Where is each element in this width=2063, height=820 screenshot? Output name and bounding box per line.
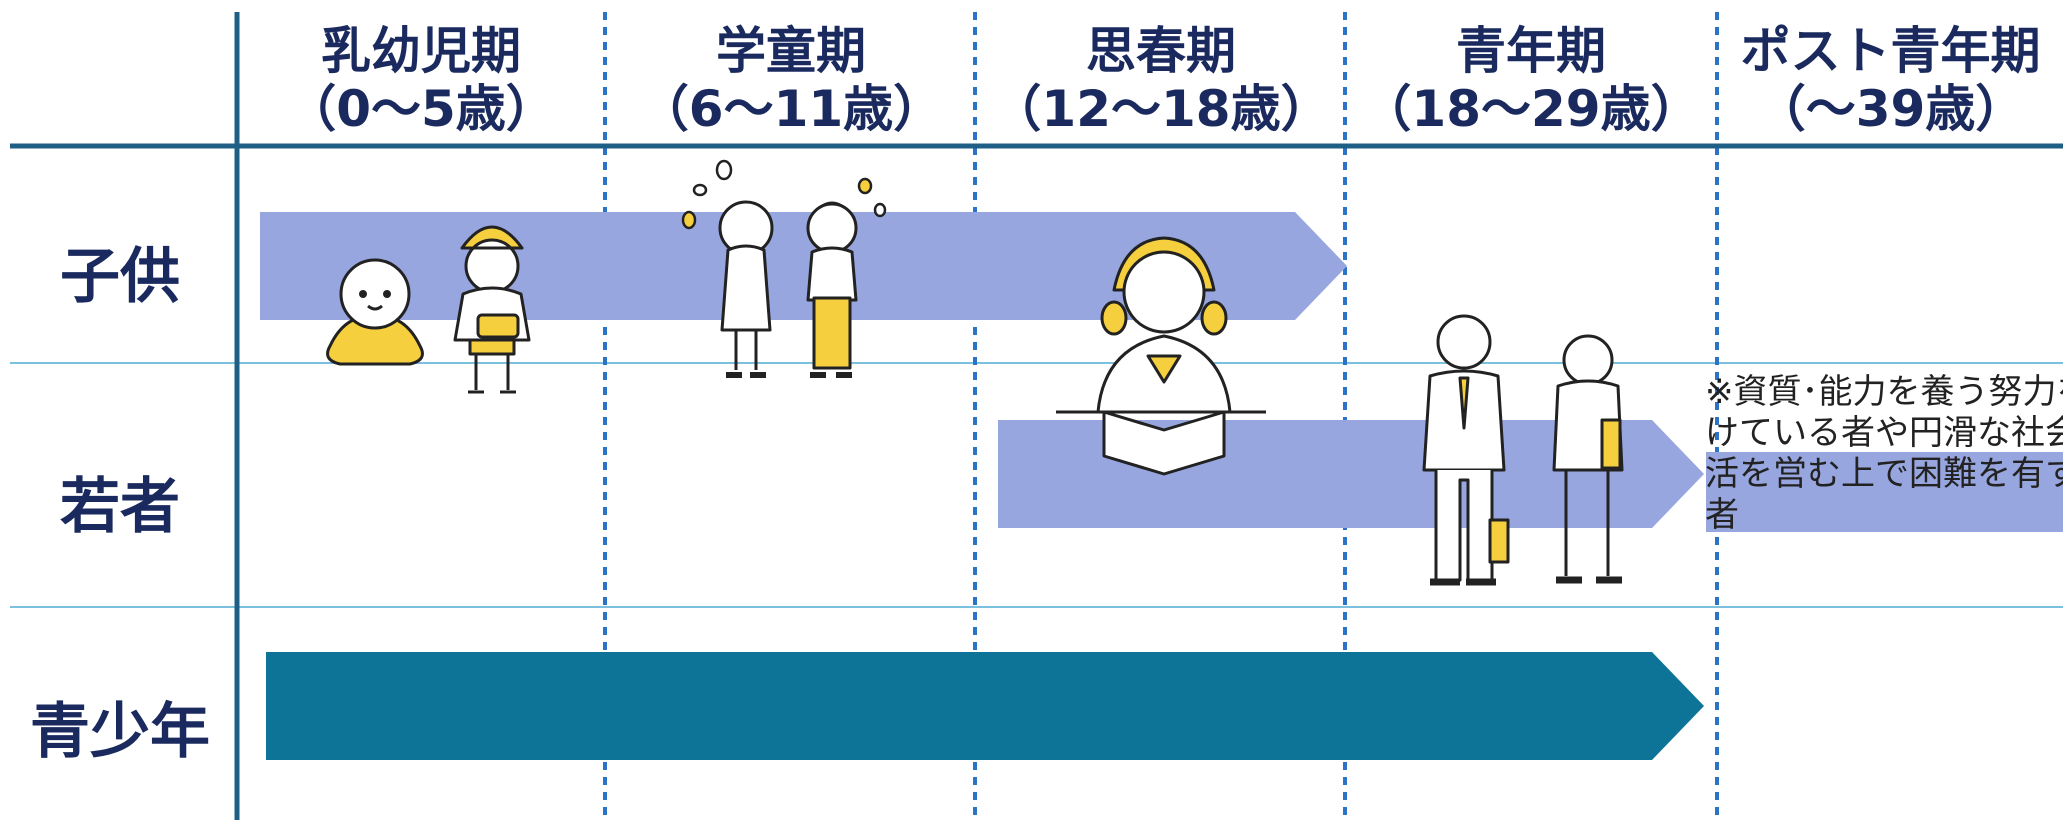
column-name: 学童期 bbox=[716, 22, 866, 80]
schoolboy-icon bbox=[806, 201, 858, 378]
column-header-gakudo: 学童期 （6～11歳） bbox=[606, 22, 976, 138]
kindergartner-icon bbox=[453, 225, 531, 394]
note-highlight bbox=[1706, 452, 2063, 532]
column-age: （18～29歳） bbox=[1361, 80, 1701, 138]
baby-icon bbox=[326, 258, 424, 366]
column-name: ポスト青年期 bbox=[1740, 22, 2041, 80]
businessman-icon bbox=[1422, 314, 1510, 586]
column-age: （0～5歳） bbox=[286, 80, 556, 138]
row-label-wakamono: 若者 bbox=[60, 472, 180, 542]
column-name: 思春期 bbox=[1086, 22, 1236, 80]
row-label-kodomo: 子供 bbox=[60, 242, 180, 312]
column-header-post-seinen: ポスト青年期 （～39歳） bbox=[1718, 22, 2063, 138]
column-name: 青年期 bbox=[1456, 22, 1606, 80]
student-writing-icon bbox=[1056, 236, 1266, 476]
businesswoman-icon bbox=[1552, 334, 1624, 584]
column-age: （～39歳） bbox=[1755, 80, 2026, 138]
column-age: （6～11歳） bbox=[638, 80, 944, 138]
arrow-kodomo bbox=[260, 212, 1347, 320]
wakamono-note: ※資質･能力を養う努力を続けている者や円滑な社会生活を営む上で困難を有する者 bbox=[1705, 372, 2063, 535]
column-age: （12～18歳） bbox=[991, 80, 1331, 138]
column-header-nyuyoji: 乳幼児期 （0～5歳） bbox=[236, 22, 606, 138]
column-header-seinen: 青年期 （18～29歳） bbox=[1346, 22, 1716, 138]
row-label-seishonen: 青少年 bbox=[30, 697, 210, 767]
schoolgirl-icon bbox=[718, 200, 774, 378]
petal-icon bbox=[681, 159, 887, 230]
arrow-seishonen bbox=[266, 652, 1704, 760]
column-name: 乳幼児期 bbox=[321, 22, 521, 80]
column-header-shishun: 思春期 （12～18歳） bbox=[976, 22, 1346, 138]
